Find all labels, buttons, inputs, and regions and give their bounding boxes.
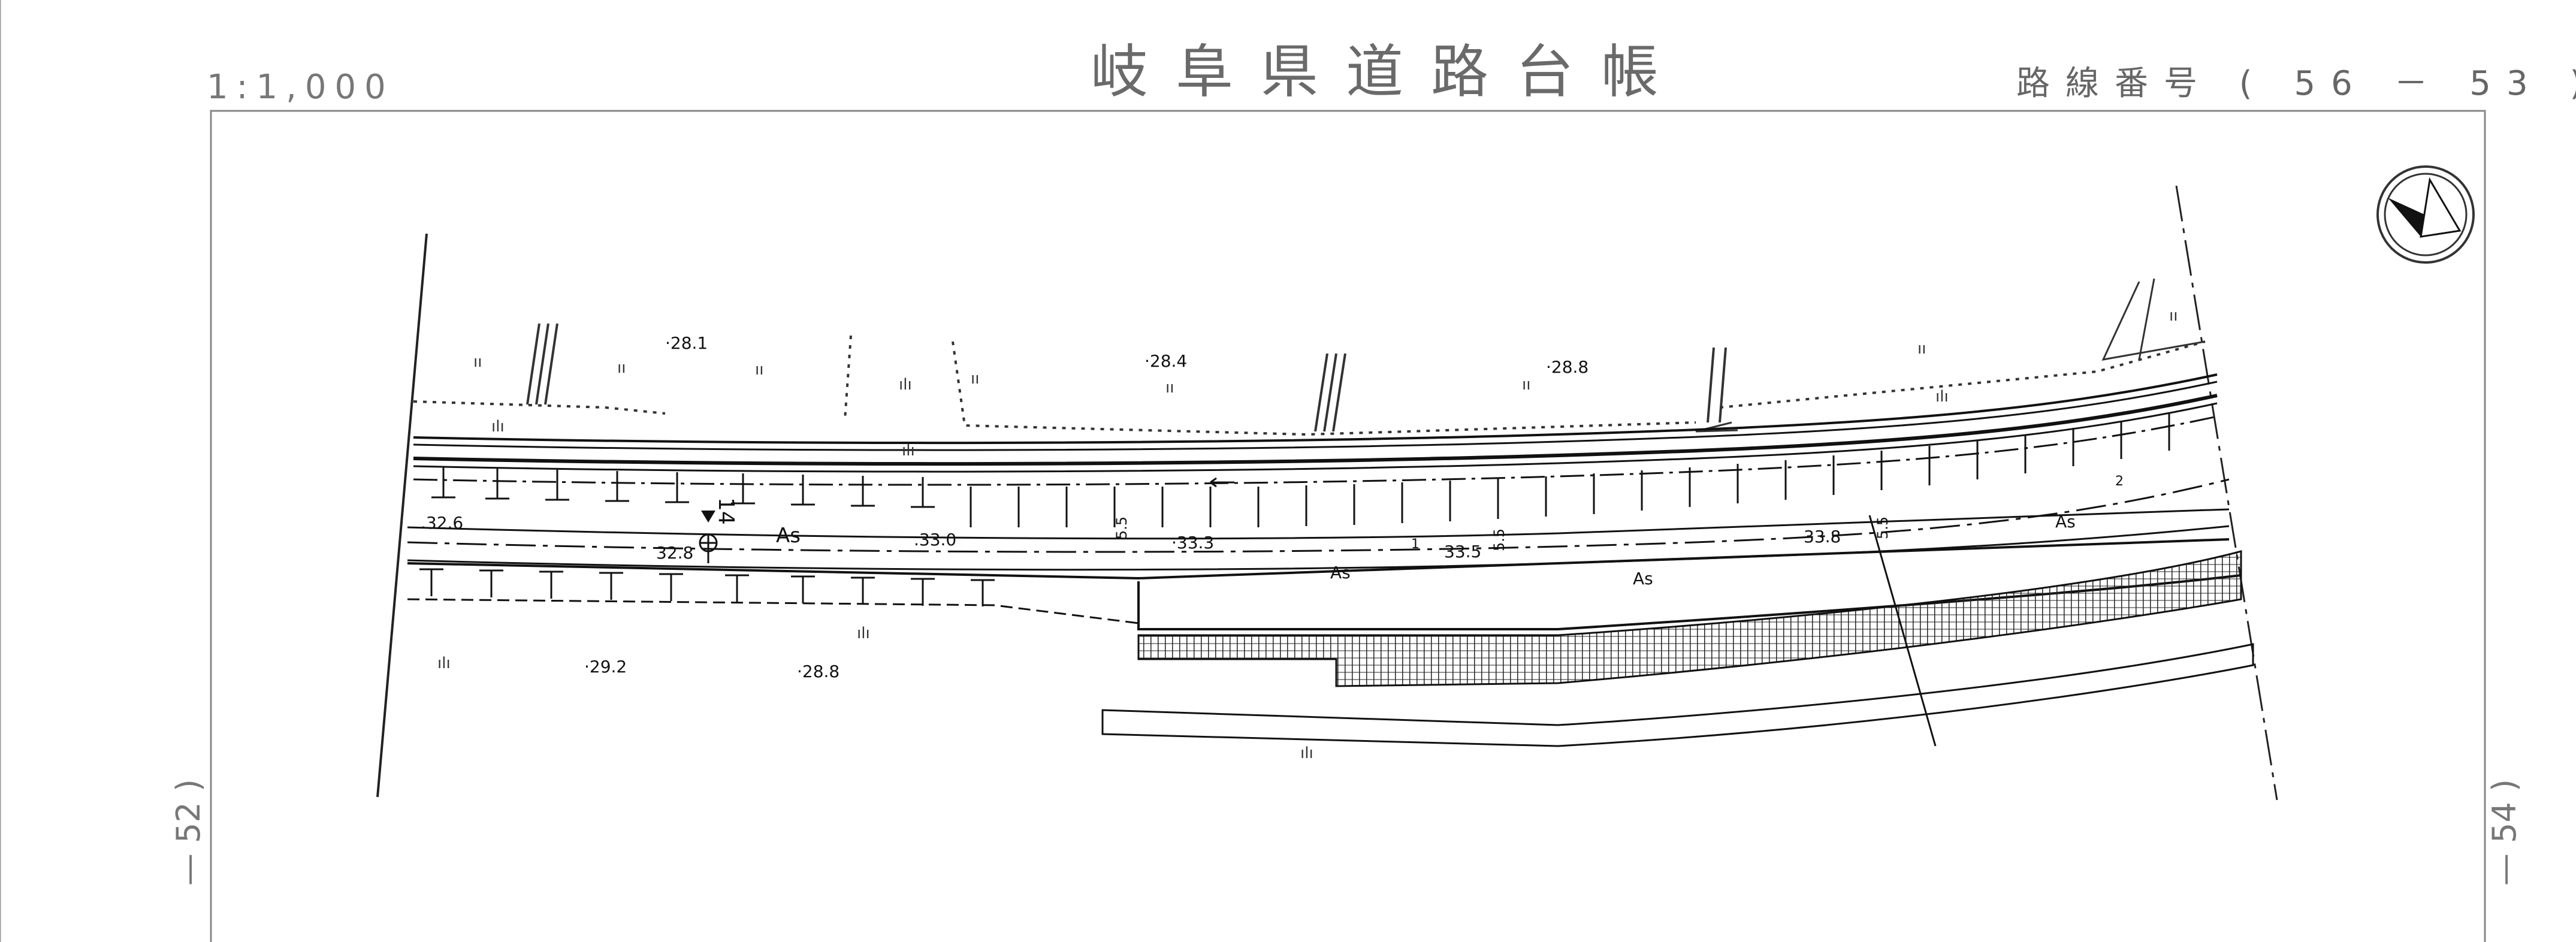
pavement-label-3: As (1633, 569, 1653, 588)
svg-text:ılı: ılı (1300, 744, 1313, 762)
survey-marker-icon (699, 511, 718, 563)
map-frame (210, 110, 2486, 942)
width-label-1: 5.5 (1113, 517, 1130, 539)
hatched-embankment (1137, 550, 2242, 687)
svg-text:ıı: ıı (473, 353, 482, 371)
boundary-left (376, 233, 428, 798)
pavement-label-2: As (1330, 563, 1351, 582)
svg-text:ılı: ılı (1935, 388, 1949, 406)
svg-text:ılı: ılı (857, 624, 870, 642)
elev-road-4: ·33.3 (1171, 533, 1214, 552)
elev-south-1: ·29.2 (584, 657, 627, 677)
map-scale: 1:1,000 (207, 68, 394, 107)
access-way-1 (526, 323, 558, 405)
elev-road-6: 33.8 (1804, 527, 1841, 547)
road-edge-north-outer (413, 373, 2218, 445)
svg-text:ılı: ılı (899, 376, 912, 394)
width-label-3: 5.5 (1874, 517, 1891, 539)
svg-text:ıı: ıı (971, 370, 979, 388)
svg-text:ıı: ıı (2169, 307, 2178, 325)
lot-corner (2101, 281, 2206, 361)
svg-text:ıı: ıı (1917, 340, 1926, 358)
elev-road-3: .33.0 (914, 530, 956, 550)
sidewalk-ticks-north (970, 413, 2170, 527)
elev-north-1: ·28.1 (665, 333, 708, 353)
ditch-symbols-south (419, 568, 995, 606)
pavement-label-1: As (776, 524, 801, 548)
cross-line (1868, 515, 1937, 747)
ditch-symbols-north (431, 467, 935, 508)
route-number: 路線番号 ( 56 － 53 ) (2016, 64, 2576, 103)
boundary-right (2175, 185, 2278, 801)
elev-north-3: ·28.8 (1546, 357, 1589, 377)
road-edge-north-inner (413, 394, 2218, 466)
svg-text:ılı: ılı (437, 654, 451, 672)
width-label-2: 5.5 (1491, 529, 1508, 551)
elev-road-1: .32.6 (421, 513, 463, 533)
svg-text:ıı: ıı (1522, 376, 1530, 394)
lower-channel (1101, 643, 2254, 747)
small-label-2: 2 (2115, 474, 2124, 489)
elev-road-2: 32.8 (656, 543, 693, 563)
svg-text:ıı: ıı (1165, 379, 1174, 397)
lot-boundary-north (413, 335, 2206, 436)
page-title: 岐阜県道路台帳 (1091, 38, 1686, 105)
elev-road-5: 33.5 (1444, 542, 1481, 561)
elev-north-2: ·28.4 (1144, 351, 1187, 371)
north-arrow-icon (2376, 165, 2475, 264)
svg-text:ıı: ıı (617, 359, 626, 377)
marker-number: 14 (714, 497, 738, 525)
road-centerline (407, 478, 2230, 553)
svg-text:ılı: ılı (902, 442, 915, 460)
road-edge-north-carriageway (407, 508, 2230, 540)
svg-text:ılı: ılı (491, 418, 505, 436)
access-way-2 (1314, 353, 1346, 432)
pavement-label-4: As (2055, 512, 2076, 532)
svg-text:ıı: ıı (755, 361, 763, 379)
elev-south-2: ·28.8 (797, 662, 839, 681)
small-label-1: 1 (1411, 537, 1420, 552)
vegetation-symbols: ıı ıı ıı ılı ıı ıı ıı ıı ıı ılı ılı ılı ılı ılı ıl… (437, 307, 2178, 762)
road-edge-south-dashed (407, 598, 1139, 624)
access-way-3 (1707, 347, 1727, 423)
